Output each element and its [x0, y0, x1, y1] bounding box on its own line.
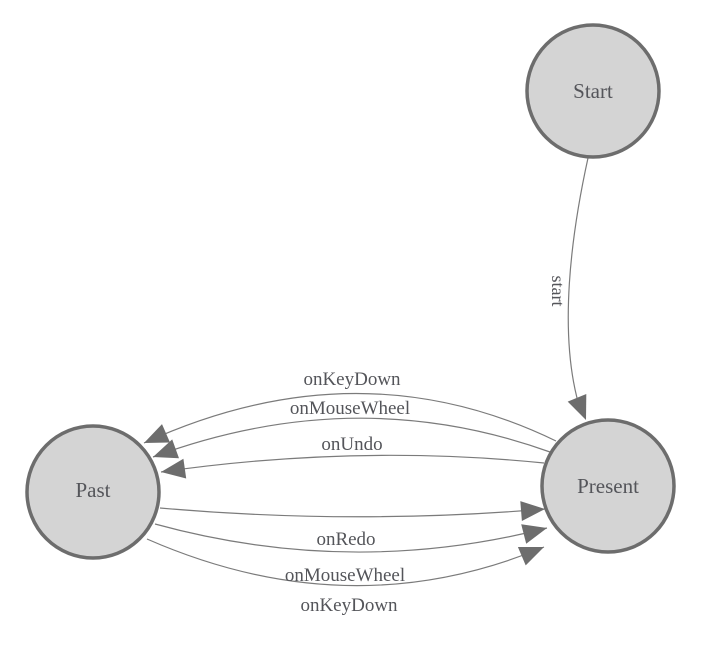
arrowhead-present-to-past-onmousewheel	[153, 439, 179, 459]
arrowhead-past-to-present-onkeydown	[517, 547, 544, 566]
edge-label-onkeydown-bottom: onKeyDown	[300, 595, 398, 616]
node-past-circle	[25, 424, 161, 560]
edge-label-onundo: onUndo	[321, 434, 382, 455]
arrowhead-past-to-present-onmousewheel	[521, 524, 547, 544]
edge-label-group: start onKeyDown onMouseWheel onUndo onRe…	[285, 276, 568, 617]
arrowhead-past-to-present-onredo	[520, 501, 545, 521]
edge-past-to-present-onredo	[159, 507, 546, 518]
node-present: Present	[540, 418, 676, 554]
node-past: Past	[25, 424, 161, 560]
node-present-label: Present	[577, 474, 639, 498]
node-past-label: Past	[75, 478, 110, 502]
edge-label-start: start	[548, 276, 568, 307]
edge-present-to-past-onundo	[160, 454, 545, 473]
edge-group	[143, 157, 589, 587]
edge-start-to-present	[567, 157, 589, 399]
arrowhead-present-to-past-onundo	[161, 458, 187, 479]
edge-label-onmousewheel-bottom: onMouseWheel	[285, 565, 405, 586]
edge-present-to-past-onkeydown	[143, 392, 557, 444]
edge-label-onkeydown-top: onKeyDown	[303, 369, 401, 390]
node-start-circle	[525, 23, 661, 159]
edge-label-onredo: onRedo	[316, 529, 375, 550]
arrowhead-start-to-present	[567, 394, 587, 420]
node-start: Start	[525, 23, 661, 159]
edge-past-to-present-onkeydown	[146, 538, 545, 587]
arrowhead-present-to-past-onkeydown	[144, 424, 170, 443]
node-present-circle	[540, 418, 676, 554]
node-start-label: Start	[573, 79, 613, 103]
node-group: Start Past Present	[25, 23, 676, 560]
edge-label-onmousewheel-top: onMouseWheel	[290, 398, 410, 419]
edge-present-to-past-onmousewheel	[152, 417, 551, 458]
edge-past-to-present-onmousewheel	[154, 523, 548, 553]
